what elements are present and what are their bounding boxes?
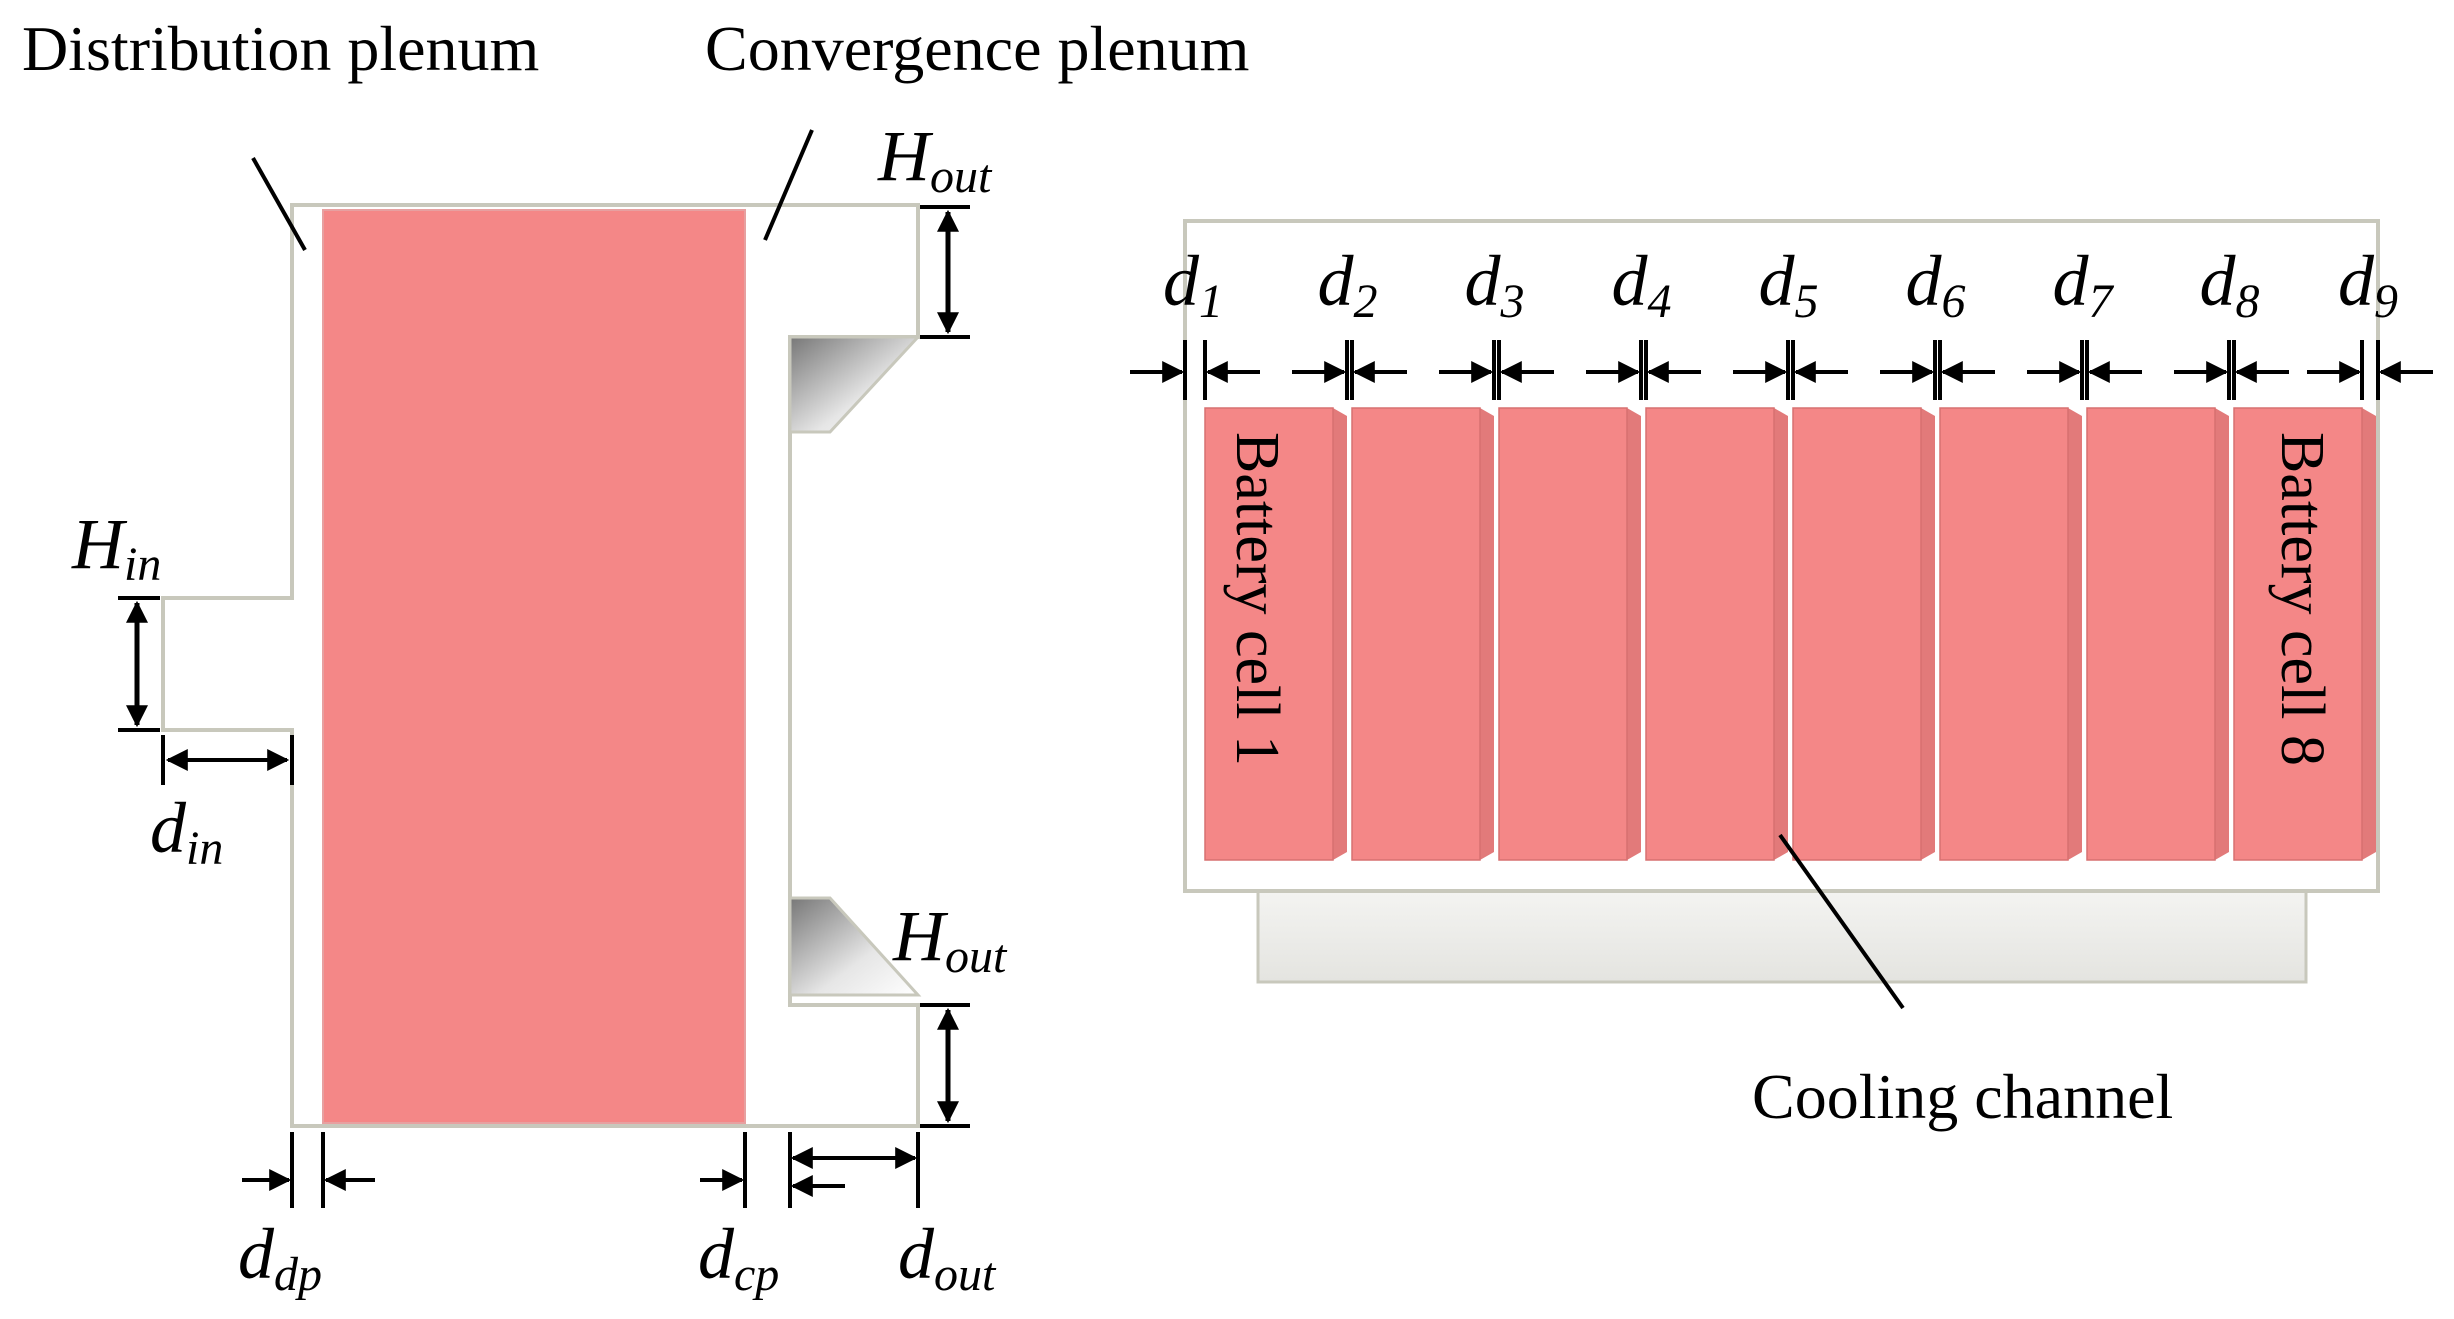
gap-label-d3: d3 — [1465, 241, 1525, 328]
gap-label-main: d — [2338, 241, 2375, 321]
h-out-bottom-main: H — [892, 896, 949, 976]
cooling-channel-leader — [1778, 833, 1905, 1010]
distribution-plenum-label: Distribution plenum — [22, 13, 539, 84]
battery-cell-side — [2215, 408, 2229, 860]
d-dp-label: ddp — [238, 1214, 322, 1301]
gap-label-sub: 2 — [1354, 275, 1378, 328]
gap-label-sub: 6 — [1942, 275, 1966, 328]
battery-cell — [1792, 407, 1922, 861]
battery-cell — [1939, 407, 2069, 861]
battery-cell-side — [1921, 408, 1935, 860]
gap-label-sub: 8 — [2236, 275, 2260, 328]
d-in-label: din — [150, 788, 223, 875]
d-cp-sub: cp — [734, 1248, 779, 1301]
base-plate — [1256, 886, 2308, 984]
gap-label-d8: d8 — [2200, 241, 2260, 328]
gap-label-d7: d7 — [2053, 241, 2115, 328]
gap-label-main: d — [1612, 241, 1649, 321]
gap-label-main: d — [1163, 241, 1200, 321]
d-out-sub: out — [934, 1248, 997, 1301]
h-out-bottom-sub: out — [945, 930, 1008, 983]
battery-cell-side — [1627, 408, 1641, 860]
left-view: Distribution plenum Convergence plenum H… — [22, 13, 1249, 1301]
d-cp-label: dcp — [698, 1214, 779, 1301]
battery-cell — [1498, 407, 1628, 861]
h-out-top-sub: out — [930, 150, 993, 203]
battery-cell-8-label: Battery cell 8 — [2268, 432, 2336, 766]
gap-label-sub: 7 — [2089, 275, 2115, 328]
gap-label-sub: 9 — [2374, 275, 2398, 328]
gap-label-main: d — [2053, 241, 2090, 321]
battery-cell-1-label: Battery cell 1 — [1223, 432, 1291, 766]
gap-label-sub: 5 — [1795, 275, 1819, 328]
convergence-plenum-leader — [763, 129, 814, 241]
h-out-bottom-label: Hout — [892, 896, 1008, 983]
battery-cell — [1204, 407, 1334, 861]
convergence-plenum-label: Convergence plenum — [705, 13, 1249, 84]
d-out-main: d — [898, 1214, 935, 1294]
d-cp-main: d — [698, 1214, 735, 1294]
battery-cell-side — [2068, 408, 2082, 860]
battery-cell — [1645, 407, 1775, 861]
gap-label-main: d — [1906, 241, 1943, 321]
distribution-plenum-leader — [251, 157, 307, 251]
battery-cell-side — [1774, 408, 1788, 860]
battery-cell-side — [1480, 408, 1494, 860]
gap-label-main: d — [2200, 241, 2237, 321]
gap-label-main: d — [1318, 241, 1355, 321]
gap-label-main: d — [1759, 241, 1796, 321]
cooling-channel-label: Cooling channel — [1752, 1061, 2173, 1132]
h-in-main: H — [71, 504, 128, 584]
d-in-main: d — [150, 788, 187, 868]
gap-label-d6: d6 — [1906, 241, 1966, 328]
h-in-sub: in — [124, 538, 161, 591]
gap-label-d1: d1 — [1163, 241, 1223, 328]
battery-cells — [1204, 407, 2376, 861]
top-wedge — [788, 335, 922, 434]
d-in-sub: in — [186, 822, 223, 875]
gap-label-d4: d4 — [1612, 241, 1672, 328]
battery-block — [322, 209, 746, 1124]
h-in-label: Hin — [71, 504, 161, 591]
bottom-wedge — [788, 896, 922, 997]
gap-label-d9: d9 — [2338, 241, 2398, 328]
battery-cell-side — [1333, 408, 1347, 860]
gap-label-d2: d2 — [1318, 241, 1378, 328]
battery-cell — [2233, 407, 2363, 861]
d-dp-sub: dp — [274, 1248, 322, 1301]
battery-cell-side — [2362, 408, 2376, 860]
gap-label-sub: 3 — [1500, 275, 1525, 328]
gap-label-main: d — [1465, 241, 1502, 321]
battery-cell — [2086, 407, 2216, 861]
gap-label-sub: 4 — [1648, 275, 1672, 328]
battery-cell — [1351, 407, 1481, 861]
d-out-label: dout — [898, 1214, 997, 1301]
gap-label-sub: 1 — [1199, 275, 1223, 328]
gap-label-d5: d5 — [1759, 241, 1819, 328]
h-out-top-main: H — [877, 116, 934, 196]
d-dp-main: d — [238, 1214, 275, 1294]
h-out-top-label: Hout — [877, 116, 993, 203]
